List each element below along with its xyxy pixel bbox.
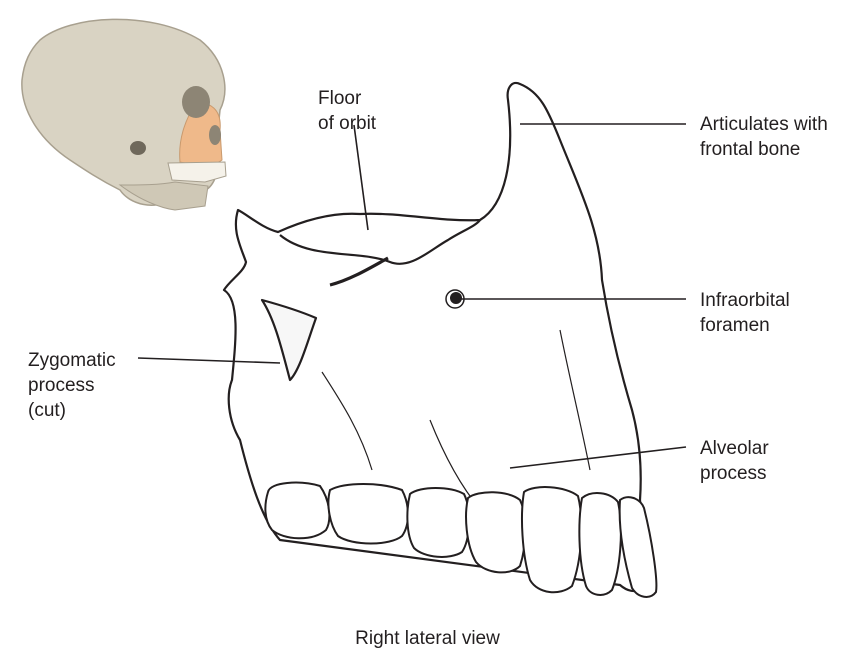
skull-orbit: [182, 86, 210, 118]
skull-teeth: [168, 162, 226, 182]
label-line: of orbit: [318, 111, 376, 136]
tooth: [579, 493, 621, 595]
skull-nasal: [209, 125, 221, 145]
label-line: Articulates with: [700, 112, 828, 137]
label-infraorbital-foramen: Infraorbital foramen: [700, 288, 790, 338]
label-frontal-bone: Articulates with frontal bone: [700, 112, 828, 162]
figure-caption: Right lateral view: [0, 628, 855, 650]
label-line: Floor: [318, 86, 376, 111]
tooth: [466, 492, 525, 572]
tooth: [407, 488, 469, 557]
label-line: (cut): [28, 398, 116, 423]
skull-thumbnail: [22, 19, 226, 210]
label-line: Alveolar: [700, 436, 769, 461]
tooth: [265, 483, 329, 539]
label-alveolar-process: Alveolar process: [700, 436, 769, 486]
label-line: frontal bone: [700, 137, 828, 162]
label-line: foramen: [700, 313, 790, 338]
skull-ear: [130, 141, 146, 155]
label-line: process: [700, 461, 769, 486]
label-floor-of-orbit: Floor of orbit: [318, 86, 376, 136]
label-zygomatic-process: Zygomatic process (cut): [28, 348, 116, 423]
label-line: Zygomatic: [28, 348, 116, 373]
tooth: [522, 487, 581, 592]
tooth: [328, 484, 408, 544]
label-line: Infraorbital: [700, 288, 790, 313]
label-line: process: [28, 373, 116, 398]
